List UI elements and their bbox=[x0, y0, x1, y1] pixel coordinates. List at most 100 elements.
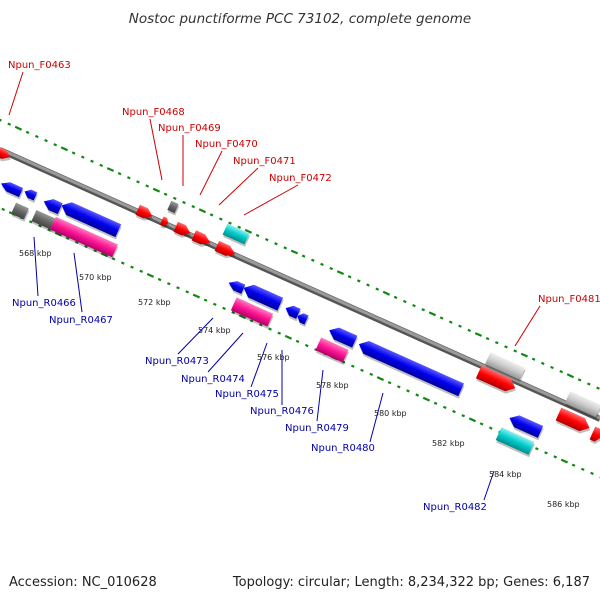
minor-tick bbox=[375, 287, 380, 291]
gene-label-npun-r0474[interactable]: Npun_R0474 bbox=[181, 374, 245, 385]
gene-arrow[interactable] bbox=[10, 202, 30, 222]
gene-label-npun-r0480[interactable]: Npun_R0480 bbox=[311, 443, 375, 454]
gene-arrow[interactable] bbox=[191, 230, 214, 250]
leader-line bbox=[243, 184, 299, 216]
gene-arrow[interactable] bbox=[166, 200, 180, 216]
gene-label-npun-r0479[interactable]: Npun_R0479 bbox=[285, 423, 349, 434]
gene-label-npun-f0471[interactable]: Npun_F0471 bbox=[233, 156, 296, 167]
kbp-label: 572 kbp bbox=[138, 298, 171, 307]
minor-tick bbox=[467, 328, 472, 332]
gene-label-npun-f0470[interactable]: Npun_F0470 bbox=[195, 139, 258, 150]
minor-tick bbox=[439, 316, 444, 320]
minor-tick bbox=[571, 463, 576, 467]
gene-arrow[interactable] bbox=[230, 297, 274, 330]
gene-arrow[interactable] bbox=[41, 196, 65, 217]
gene-arrow[interactable] bbox=[495, 427, 536, 458]
gene-arrow[interactable] bbox=[22, 187, 39, 203]
major-tick bbox=[284, 334, 293, 340]
gene-arrow[interactable] bbox=[31, 210, 58, 233]
gene-label-npun-r0467[interactable]: Npun_R0467 bbox=[49, 315, 113, 326]
gene-label-npun-f0469[interactable]: Npun_F0469 bbox=[158, 123, 221, 134]
gene-arrow[interactable] bbox=[135, 204, 156, 224]
gene-arrow[interactable] bbox=[555, 407, 594, 437]
minor-tick bbox=[433, 401, 438, 405]
minor-tick bbox=[258, 323, 263, 327]
gene-label-npun-f0472[interactable]: Npun_F0472 bbox=[269, 173, 332, 184]
minor-tick bbox=[74, 240, 79, 245]
major-tick bbox=[152, 187, 161, 193]
minor-tick bbox=[421, 308, 426, 312]
minor-tick bbox=[84, 244, 88, 249]
gene-arrow[interactable] bbox=[222, 223, 251, 247]
leader-line bbox=[8, 71, 24, 116]
gene-label-npun-r0473[interactable]: Npun_R0473 bbox=[145, 356, 209, 367]
minor-tick bbox=[458, 324, 462, 328]
minor-tick bbox=[415, 393, 420, 397]
minor-tick bbox=[111, 257, 116, 261]
gene-arrow[interactable] bbox=[475, 365, 519, 397]
gene-arrow[interactable] bbox=[295, 311, 310, 328]
gene-arrow[interactable] bbox=[159, 216, 171, 230]
gene-arrow[interactable] bbox=[326, 324, 359, 351]
leader-line bbox=[514, 305, 541, 347]
minor-tick bbox=[504, 345, 508, 349]
minor-tick bbox=[485, 336, 490, 341]
forward-gene-labels: Npun_F0463 Npun_F0468 Npun_F0469 Npun_F0… bbox=[8, 60, 600, 305]
leader-line bbox=[369, 392, 384, 443]
minor-tick bbox=[34, 134, 39, 139]
gene-arrow[interactable] bbox=[226, 278, 247, 297]
gene-arrow[interactable] bbox=[214, 240, 239, 262]
major-tick bbox=[566, 373, 575, 379]
gene-arrow[interactable] bbox=[0, 146, 14, 164]
major-tick bbox=[468, 417, 477, 423]
minor-tick bbox=[360, 368, 364, 372]
gene-label-npun-f0468[interactable]: Npun_F0468 bbox=[122, 107, 185, 118]
gene-arrow[interactable] bbox=[173, 221, 194, 241]
minor-tick bbox=[0, 118, 2, 122]
gene-label-npun-f0481[interactable]: Npun_F0481 bbox=[538, 294, 600, 305]
minor-tick bbox=[80, 155, 85, 159]
minor-tick bbox=[448, 320, 453, 324]
leader-line bbox=[73, 252, 83, 313]
minor-tick bbox=[25, 130, 30, 135]
gene-label-npun-r0475[interactable]: Npun_R0475 bbox=[215, 389, 279, 400]
kbp-labels: 568 kbp 570 kbp 572 kbp 574 kbp 576 kbp … bbox=[19, 249, 580, 509]
major-tick bbox=[106, 167, 115, 172]
major-tick bbox=[560, 458, 569, 464]
minor-tick bbox=[402, 299, 407, 304]
gene-label-npun-f0463[interactable]: Npun_F0463 bbox=[8, 60, 71, 71]
gene-label-npun-r0466[interactable]: Npun_R0466 bbox=[12, 298, 76, 309]
minor-tick bbox=[550, 365, 554, 370]
minor-tick bbox=[310, 258, 315, 262]
gene-label-npun-r0476[interactable]: Npun_R0476 bbox=[250, 406, 314, 417]
gene-label-npun-r0482[interactable]: Npun_R0482 bbox=[423, 502, 487, 513]
minor-tick bbox=[329, 266, 334, 271]
minor-tick bbox=[185, 290, 190, 294]
gene-arrow[interactable] bbox=[564, 391, 600, 420]
minor-tick bbox=[452, 409, 456, 414]
minor-tick bbox=[47, 228, 52, 232]
minor-tick bbox=[255, 233, 260, 238]
gene-arrow[interactable] bbox=[484, 352, 526, 383]
gene-arrow[interactable] bbox=[589, 426, 600, 446]
kbp-label: 582 kbp bbox=[432, 439, 465, 448]
major-tick bbox=[14, 125, 23, 131]
minor-tick bbox=[577, 378, 582, 382]
gene-arrow[interactable] bbox=[49, 216, 119, 260]
label-leader-lines bbox=[8, 71, 541, 501]
minor-tick bbox=[295, 339, 300, 344]
gene-arrow[interactable] bbox=[58, 199, 122, 240]
minor-tick bbox=[222, 306, 226, 311]
gene-arrow[interactable] bbox=[506, 412, 545, 441]
gene-arrow[interactable] bbox=[0, 179, 24, 200]
gene-arrow[interactable] bbox=[315, 337, 350, 365]
minor-tick bbox=[553, 455, 558, 459]
accession-text: Accession: NC_010628 bbox=[9, 575, 157, 590]
minor-tick bbox=[531, 357, 536, 361]
gene-arrow[interactable] bbox=[355, 338, 465, 399]
kbp-label: 580 kbp bbox=[374, 409, 407, 418]
gene-arrow[interactable] bbox=[240, 281, 284, 314]
minor-tick bbox=[99, 163, 104, 168]
gene-arrow[interactable] bbox=[283, 303, 302, 322]
major-tick bbox=[376, 376, 385, 382]
